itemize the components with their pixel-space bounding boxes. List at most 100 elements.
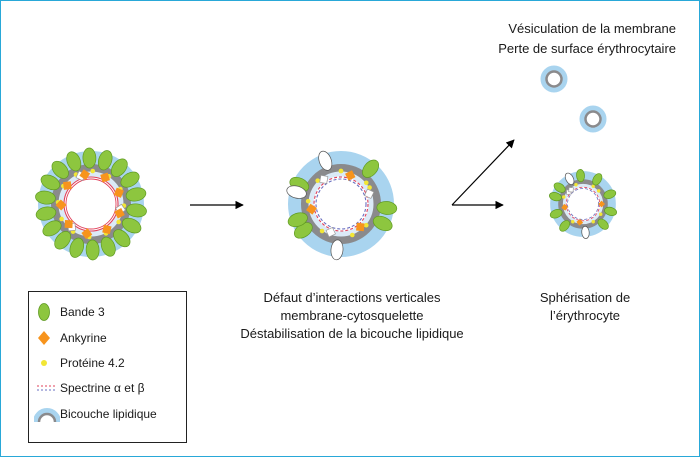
detached-band3 bbox=[286, 185, 307, 199]
band3-protein bbox=[97, 150, 113, 171]
spectrin-beta bbox=[65, 178, 117, 230]
band3-protein bbox=[69, 237, 85, 258]
lipid-bilayer-inner bbox=[308, 171, 374, 237]
protein-4-2 bbox=[338, 168, 344, 174]
protein-4-2 bbox=[305, 198, 311, 204]
ankyrin bbox=[81, 228, 93, 240]
ankyrin bbox=[113, 187, 124, 198]
caption-line: membrane-cytosquelette bbox=[280, 308, 424, 323]
detached-band3 bbox=[330, 239, 344, 261]
band3-protein bbox=[287, 212, 308, 228]
band3-protein bbox=[66, 151, 82, 172]
band3-protein bbox=[100, 236, 116, 257]
protein-4-2 bbox=[90, 168, 96, 174]
vesicle-core bbox=[545, 70, 563, 88]
bilayer-arc-icon bbox=[34, 408, 60, 423]
legend-label: Spectrine α et β bbox=[60, 381, 145, 395]
protein-4-2 bbox=[363, 222, 369, 228]
spherocyte bbox=[549, 169, 617, 239]
orange-diamond-icon bbox=[38, 331, 50, 345]
detached-band3 bbox=[318, 150, 333, 171]
ankyrin bbox=[561, 203, 569, 211]
lipid-bilayer-core bbox=[558, 179, 608, 229]
protein-4-2 bbox=[574, 183, 578, 187]
ankyrin bbox=[598, 200, 606, 208]
vesicles bbox=[540, 65, 607, 133]
protein-4-2 bbox=[591, 184, 595, 189]
band3-protein bbox=[372, 215, 393, 232]
protein-4-2 bbox=[571, 219, 575, 224]
detached-ankyrin bbox=[568, 186, 574, 193]
protein-4-2 bbox=[315, 178, 320, 183]
band3-protein bbox=[604, 206, 617, 216]
caption-line: Sphérisation de bbox=[539, 290, 631, 305]
band3-protein bbox=[559, 220, 571, 232]
defective-erythrocyte bbox=[286, 150, 398, 261]
band3-protein bbox=[54, 231, 72, 250]
ankyrin bbox=[345, 170, 356, 181]
band3-protein bbox=[51, 160, 69, 179]
spectrin-alpha bbox=[313, 176, 369, 232]
band3-protein bbox=[592, 173, 603, 186]
lipid-bilayer-core bbox=[301, 164, 381, 244]
legend: Bande 3 Ankyrine Protéine 4.2 Spectrine … bbox=[28, 291, 187, 443]
caption-line: l’érythrocyte bbox=[549, 308, 621, 323]
legend-label: Bande 3 bbox=[60, 305, 105, 319]
legend-item-bande3: Bande 3 bbox=[29, 302, 186, 322]
band3-protein bbox=[126, 203, 147, 218]
protein-4-2 bbox=[116, 219, 121, 225]
legend-item-proteine42: Protéine 4.2 bbox=[29, 353, 186, 373]
protein-4-2 bbox=[363, 180, 369, 186]
band3-protein bbox=[35, 190, 56, 205]
normal-erythrocyte bbox=[35, 147, 147, 261]
caption-vesiculation: Vésiculation de la membrane Perte de sur… bbox=[498, 19, 676, 59]
legend-label: Bicouche lipidique bbox=[60, 407, 157, 421]
vesicle-core bbox=[584, 110, 602, 128]
ankyrin bbox=[55, 199, 67, 211]
band3-protein bbox=[125, 187, 147, 202]
detached-ankyrin bbox=[364, 188, 375, 199]
band3-protein bbox=[362, 159, 380, 178]
legend-item-spectrine: Spectrine α et β bbox=[29, 378, 186, 398]
band3-protein bbox=[376, 201, 398, 215]
band3-protein bbox=[121, 217, 142, 234]
protein-4-2 bbox=[59, 216, 64, 222]
band3-protein bbox=[553, 182, 566, 193]
ankyrin bbox=[63, 181, 72, 190]
caption-defect: Défaut d’interactions verticales membran… bbox=[232, 289, 472, 343]
protein-4-2 bbox=[591, 219, 595, 224]
ankyrin bbox=[64, 219, 73, 229]
dashed-lines-icon bbox=[37, 385, 57, 391]
ankyrin bbox=[306, 203, 317, 215]
ankyrin bbox=[114, 208, 125, 219]
green-ellipse-icon bbox=[38, 303, 50, 321]
band3-protein bbox=[110, 158, 128, 177]
caption-line: Déstabilisation de la bicouche lipidique bbox=[240, 326, 464, 341]
cytoplasm bbox=[565, 186, 601, 222]
band3-protein bbox=[85, 239, 100, 261]
detached-band3 bbox=[581, 225, 590, 239]
protein-4-2 bbox=[562, 195, 566, 199]
protein-4-2 bbox=[596, 189, 601, 193]
legend-label: Ankyrine bbox=[60, 331, 107, 345]
ankyrin bbox=[356, 222, 365, 232]
band3-protein bbox=[35, 206, 57, 221]
band3-protein bbox=[42, 220, 62, 237]
arrow-to-vesiculation bbox=[451, 139, 515, 206]
spectrin-beta bbox=[315, 178, 367, 230]
ankyrin bbox=[576, 218, 584, 226]
detached-ankyrin bbox=[325, 227, 336, 238]
ankyrin bbox=[100, 172, 110, 183]
band3-protein bbox=[549, 192, 562, 202]
caption-spherisation: Sphérisation de l’érythrocyte bbox=[510, 289, 660, 325]
protein-4-2 bbox=[598, 212, 603, 216]
caption-line: Vésiculation de la membrane bbox=[508, 21, 676, 36]
cytoplasm bbox=[313, 176, 369, 232]
caption-line: Perte de surface érythrocytaire bbox=[498, 41, 676, 56]
yellow-dot-icon bbox=[41, 360, 47, 366]
band3-protein bbox=[40, 174, 61, 191]
cytoplasm bbox=[63, 176, 119, 232]
band3-protein bbox=[603, 189, 617, 199]
band3-protein bbox=[82, 147, 97, 169]
